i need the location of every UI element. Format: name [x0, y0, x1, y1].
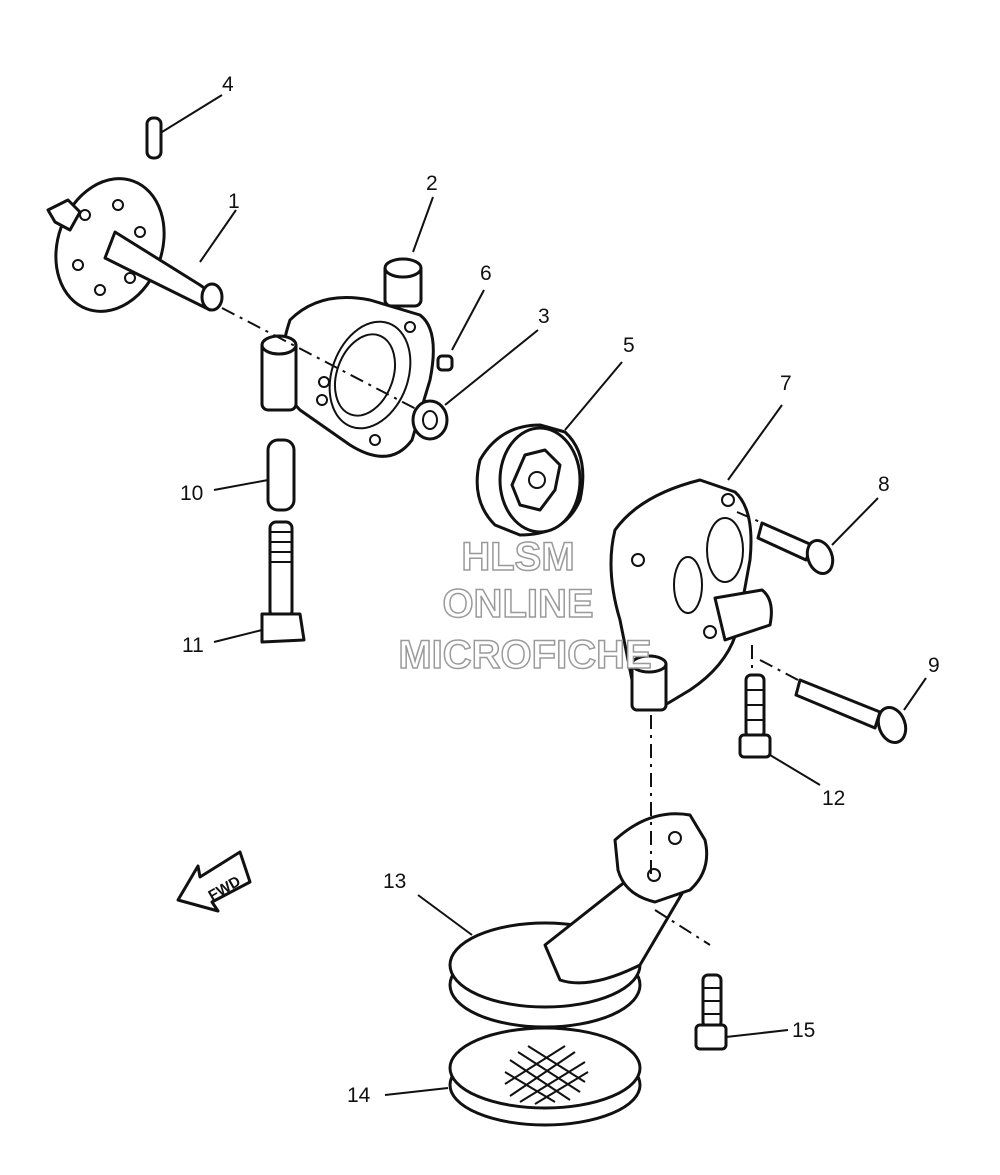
- alignment-line-shaft: [221, 307, 419, 411]
- alignment-line-bolt-9: [759, 659, 799, 681]
- part-8-bolt[interactable]: [756, 497, 879, 577]
- callout-15: 15: [792, 1019, 815, 1042]
- part-6-pin[interactable]: [436, 289, 485, 372]
- part-5-rotor[interactable]: [475, 361, 623, 537]
- callout-6: 6: [480, 262, 492, 285]
- part-4-dowel-pin[interactable]: [145, 94, 223, 160]
- part-9-long-bolt[interactable]: [794, 677, 927, 746]
- part-2-pump-housing[interactable]: [260, 196, 435, 458]
- part-3-washer[interactable]: [411, 329, 539, 441]
- part-7-pump-cover[interactable]: [609, 404, 783, 712]
- watermark-line-3: MICROFICHE: [398, 633, 651, 677]
- callout-13: 13: [383, 870, 406, 893]
- callout-10: 10: [180, 482, 203, 505]
- watermark-line-2: ONLINE: [442, 582, 593, 626]
- alignment-line-bolt-15: [654, 909, 711, 946]
- part-10-shaft[interactable]: [213, 438, 296, 512]
- part-14-screen[interactable]: [384, 1026, 642, 1127]
- callout-12: 12: [822, 787, 845, 810]
- callout-4: 4: [222, 73, 234, 96]
- callout-8: 8: [878, 473, 890, 496]
- watermark: HLSM ONLINE MICROFICHE: [398, 534, 653, 678]
- part-15-bolt[interactable]: [694, 973, 789, 1051]
- watermark-line-1: HLSM: [461, 535, 574, 579]
- callout-1: 1: [228, 190, 240, 213]
- part-1-drive-shaft[interactable]: [38, 163, 237, 326]
- part-12-bolt[interactable]: [738, 673, 821, 786]
- fwd-arrow-icon: FWD: [176, 850, 252, 913]
- part-11-bolt[interactable]: [213, 520, 306, 644]
- callout-2: 2: [426, 172, 438, 195]
- callout-3: 3: [538, 305, 550, 328]
- callout-9: 9: [928, 654, 940, 677]
- callout-5: 5: [623, 334, 635, 357]
- callout-7: 7: [780, 372, 792, 395]
- callout-14: 14: [347, 1084, 371, 1107]
- part-13-oil-strainer[interactable]: [417, 812, 709, 1029]
- callout-11: 11: [182, 634, 204, 657]
- alignment-line-bolt-8: [736, 511, 761, 523]
